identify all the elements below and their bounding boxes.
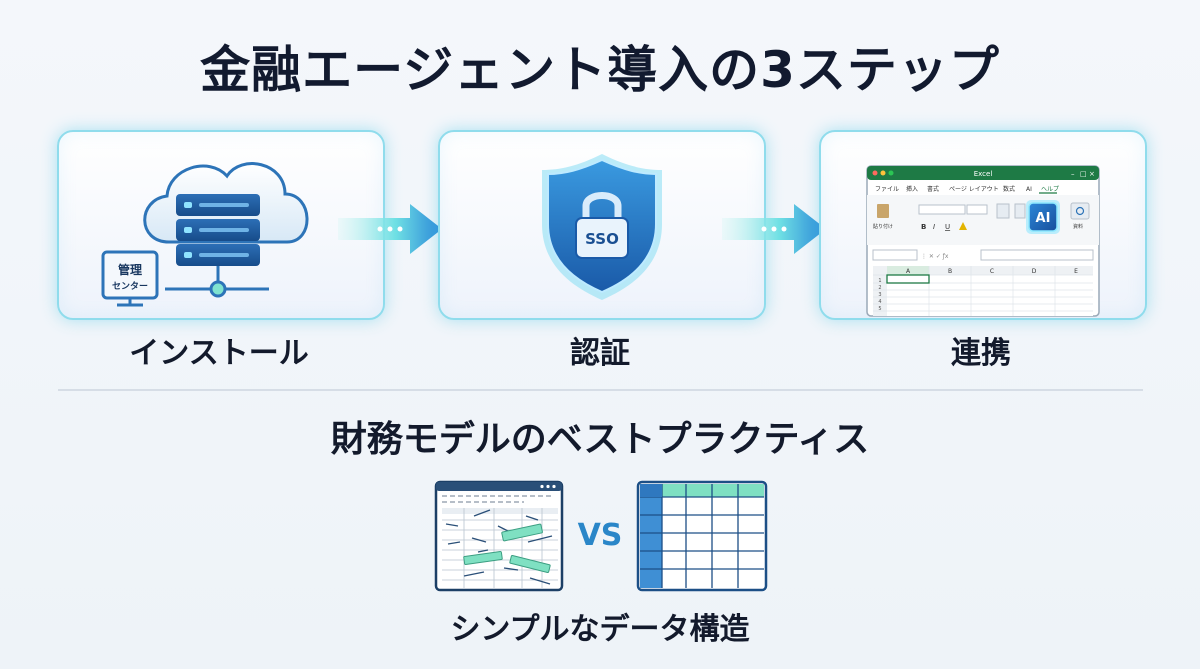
menu-page-layout[interactable]: ページ レイアウト	[949, 185, 999, 193]
underline-button[interactable]: U	[945, 223, 950, 231]
col-header-c[interactable]: C	[990, 268, 994, 275]
menu-formulas[interactable]: 数式	[1003, 185, 1015, 193]
ai-button-label: AI	[1036, 211, 1051, 226]
formula-input[interactable]	[980, 249, 1094, 261]
step-label-auth: 認証	[570, 336, 630, 371]
window-maximize-icon[interactable]: □	[1080, 170, 1087, 178]
page-title: 金融エージェント導入の3ステップ	[200, 41, 1000, 99]
excel-title: Excel	[974, 170, 993, 178]
clean-table-icon	[636, 480, 768, 592]
col-header-e[interactable]: E	[1074, 268, 1078, 275]
arrow-right-icon	[722, 204, 826, 254]
section-divider	[58, 389, 1143, 391]
col-header-a[interactable]: A	[906, 268, 911, 275]
integration-panel: Excel – □ × ファイル 挿入 書式 ページ レイアウト 数式 AI ヘ…	[819, 130, 1147, 320]
vs-label: VS	[577, 518, 623, 553]
settings-icon[interactable]	[1075, 206, 1085, 216]
badge-line2: センター	[112, 280, 148, 292]
row-header[interactable]: 5	[878, 306, 881, 312]
menu-format[interactable]: 書式	[927, 185, 939, 193]
close-icon[interactable]: ×	[1089, 170, 1095, 178]
text-color-icon[interactable]	[959, 222, 967, 230]
col-header-b[interactable]: B	[948, 268, 952, 275]
selected-cell[interactable]	[886, 274, 930, 284]
menu-insert[interactable]: 挿入	[906, 185, 918, 193]
name-box[interactable]	[872, 249, 918, 261]
bold-button[interactable]: B	[921, 223, 926, 231]
comparison-caption: シンプルなデータ構造	[450, 612, 750, 647]
window-controls: –	[1071, 170, 1075, 178]
step-label-install: インストール	[129, 336, 309, 371]
menu-file[interactable]: ファイル	[875, 186, 899, 193]
shield-lock-icon: SSO	[542, 154, 662, 300]
paste-label[interactable]: 貼り付け	[873, 223, 893, 230]
excel-window: Excel – □ × ファイル 挿入 書式 ページ レイアウト 数式 AI ヘ…	[866, 165, 1100, 317]
row-header[interactable]: 4	[878, 299, 881, 305]
install-panel: 管理 センター	[57, 130, 385, 320]
cloud-server-icon: 管理 センター	[101, 162, 309, 307]
formula-bar-icons: ⋮ ✕ ✓ ƒx	[921, 253, 949, 260]
step-label-integration: 連携	[951, 336, 1011, 371]
menu-help[interactable]: ヘルプ	[1041, 186, 1059, 193]
row-header[interactable]: 2	[878, 285, 881, 291]
row-header[interactable]: 1	[878, 278, 881, 284]
messy-spreadsheet-icon	[434, 480, 564, 592]
row-header[interactable]: 3	[878, 292, 881, 298]
sso-text: SSO	[585, 230, 619, 248]
ai-button[interactable]	[1028, 202, 1058, 232]
menu-ai[interactable]: AI	[1026, 186, 1032, 193]
badge-line1: 管理	[118, 262, 142, 277]
col-header-d[interactable]: D	[1032, 268, 1037, 275]
italic-button[interactable]: I	[933, 223, 935, 231]
arrow-right-icon	[338, 204, 442, 254]
auth-panel: SSO	[438, 130, 766, 320]
right-ribbon-label[interactable]: 資料	[1073, 223, 1083, 230]
section-subtitle: 財務モデルのベストプラクティス	[330, 419, 870, 460]
